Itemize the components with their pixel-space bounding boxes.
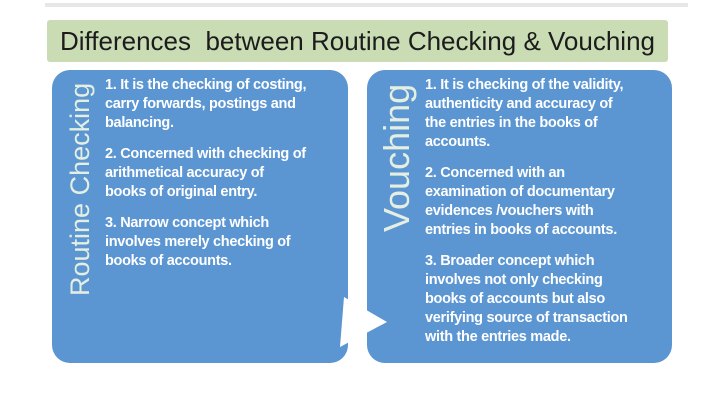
- routine-checking-list: 1. It is the checking of costing, carry …: [105, 76, 340, 283]
- vouching-label: Vouching: [376, 83, 417, 232]
- list-item: 3. Broader concept which involves not on…: [425, 253, 628, 345]
- list-item: 1. It is checking of the validity, authe…: [425, 77, 624, 150]
- vouching-panel: Vouching 1. It is checking of the validi…: [367, 70, 672, 363]
- list-item: 1. It is the checking of costing, carry …: [105, 77, 307, 131]
- list-item: 2. Concerned with checking of arithmetic…: [105, 146, 306, 200]
- slide-top-edge-line: [45, 3, 688, 7]
- list-item: 3. Narrow concept which involves merely …: [105, 215, 291, 269]
- routine-checking-label: Routine Checking: [65, 82, 95, 296]
- routine-checking-panel: Routine Checking 1. It is the checking o…: [52, 70, 348, 363]
- title-bar: Differences between Routine Checking & V…: [47, 20, 668, 62]
- vouching-list: 1. It is checking of the validity, authe…: [425, 76, 664, 359]
- list-item: 2. Concerned with an examination of docu…: [425, 165, 617, 238]
- slide-title: Differences between Routine Checking & V…: [59, 25, 655, 56]
